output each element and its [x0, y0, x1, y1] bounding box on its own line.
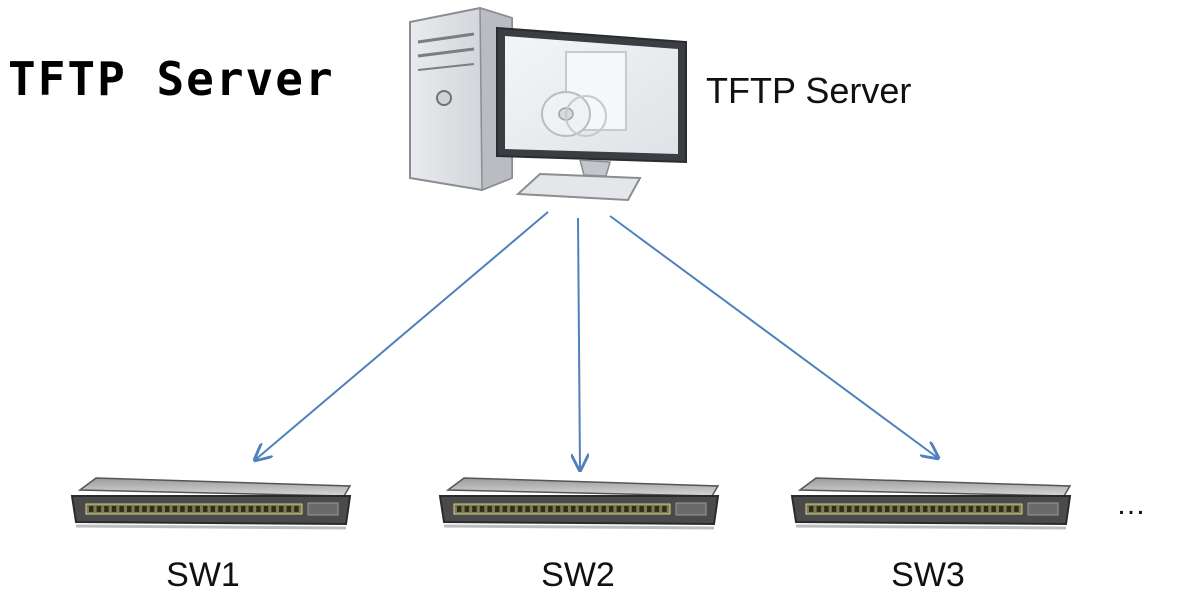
more-switches-indicator: …: [1116, 488, 1146, 521]
edge-server-sw3: [609, 215, 938, 458]
edge-server-sw1: [255, 211, 549, 460]
switch-label-sw2: SW2: [541, 556, 615, 594]
network-switch-icon: [790, 477, 1072, 530]
switch-label-sw3: SW3: [891, 556, 965, 594]
server-label: TFTP Server: [706, 70, 912, 111]
edge-server-sw2: [578, 217, 580, 470]
network-switch-icon: [70, 477, 352, 530]
computer-icon: [409, 6, 687, 202]
diagram-title: TFTP Server: [8, 52, 335, 106]
edges: [255, 211, 938, 470]
switch-label-sw1: SW1: [166, 556, 240, 594]
network-switch-icon: [438, 477, 720, 530]
